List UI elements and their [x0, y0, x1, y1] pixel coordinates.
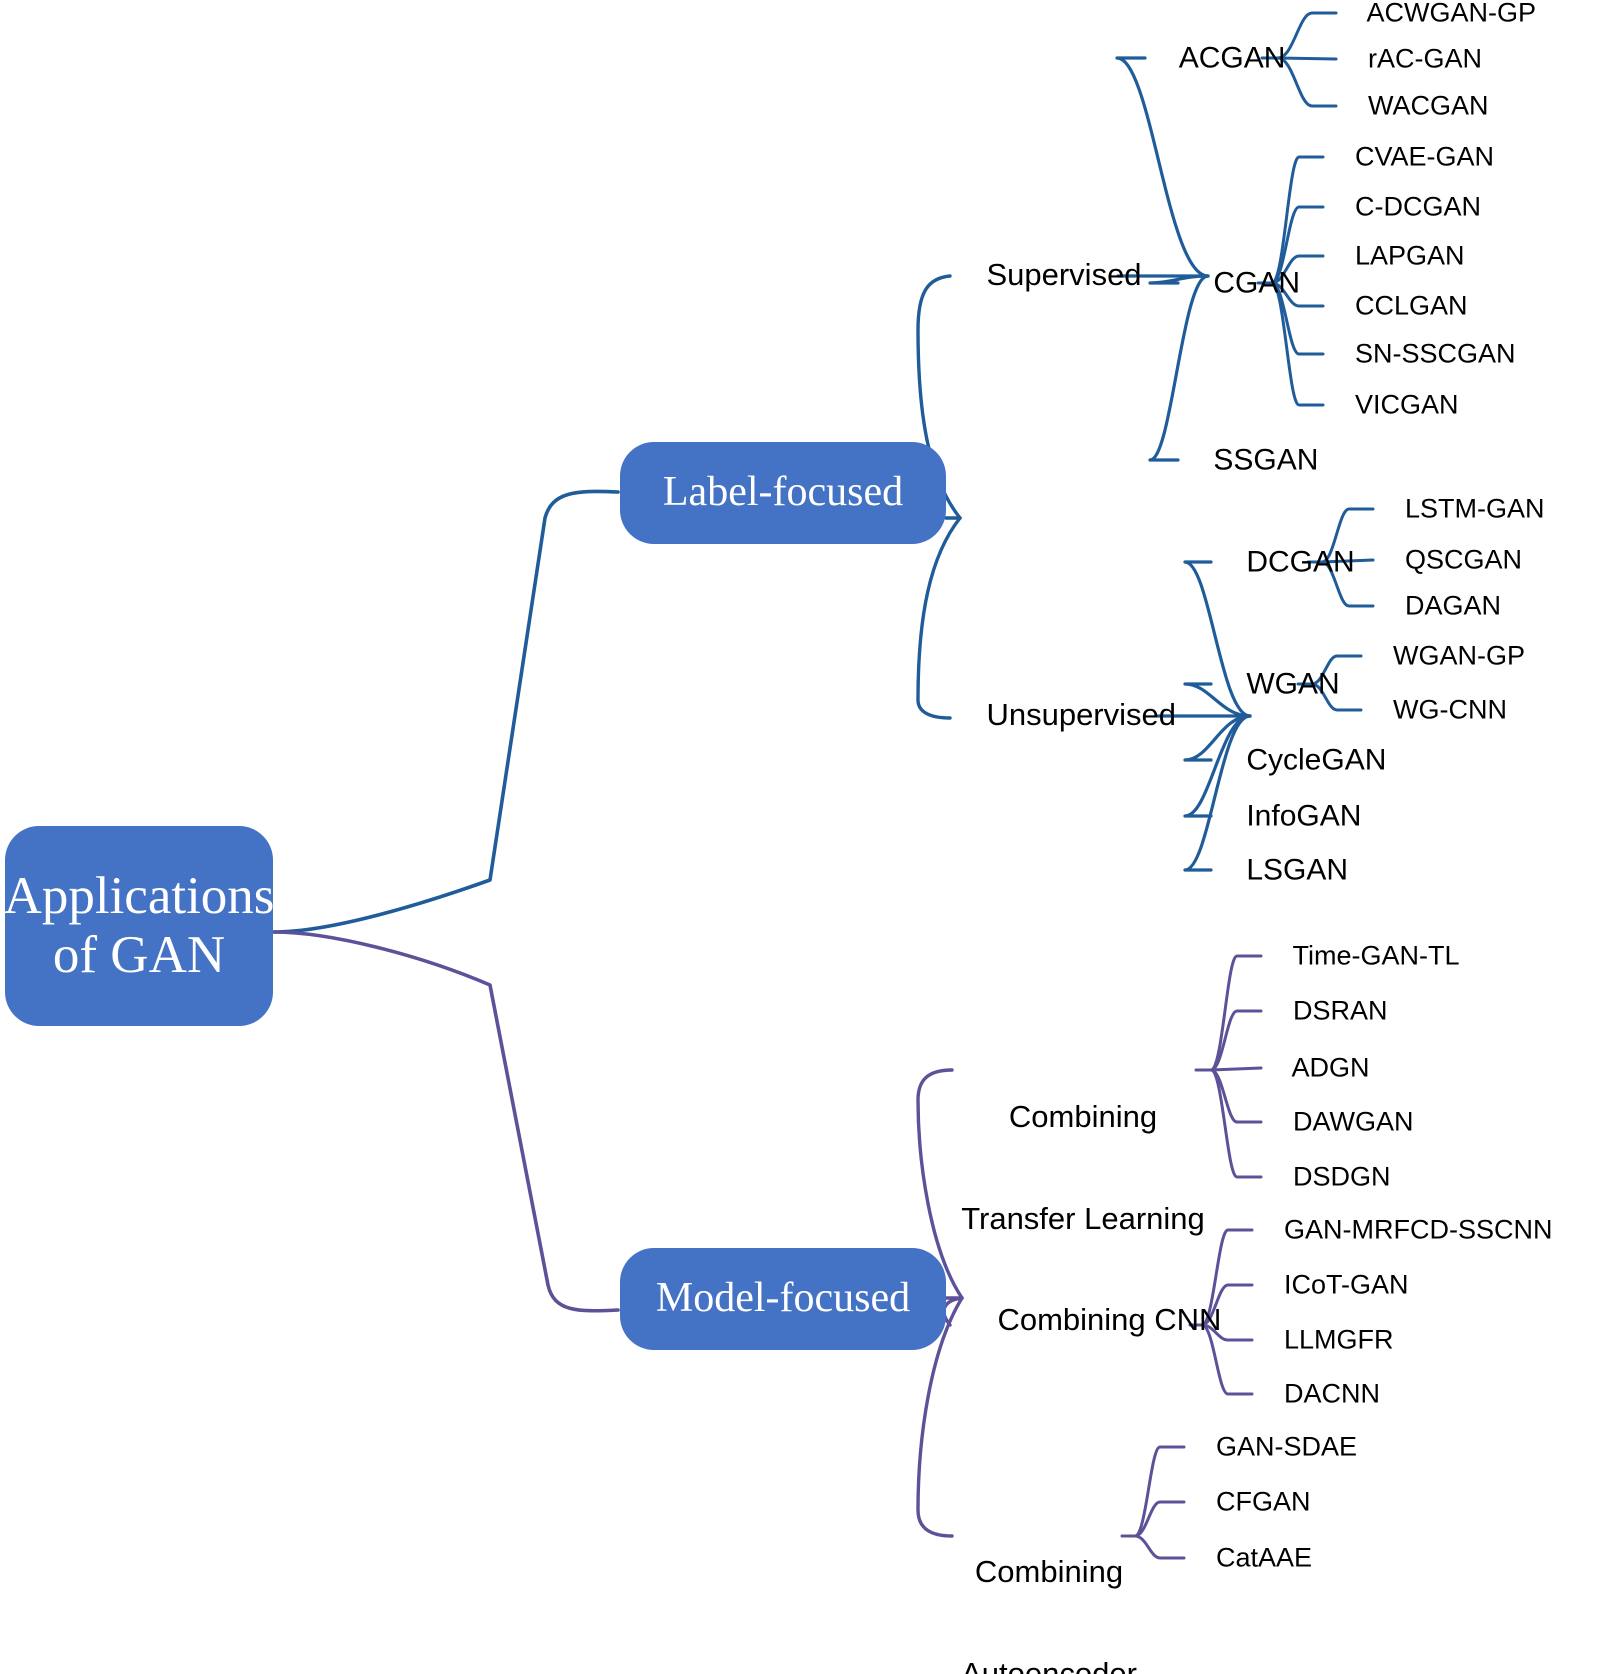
connector: [1276, 11, 1338, 60]
node-label: CycleGAN: [1246, 743, 1387, 777]
leaf-label: WG-CNN: [1393, 694, 1507, 725]
leaf-wgan-gp[interactable]: WGAN-GP: [1363, 611, 1525, 700]
node-combining-transfer-learning[interactable]: Combining Transfer Learning: [958, 1032, 1208, 1305]
leaf-dsdgn[interactable]: DSDGN: [1263, 1132, 1391, 1221]
leaf-lstm-gan[interactable]: LSTM-GAN: [1375, 464, 1545, 553]
connector: [1133, 1534, 1186, 1560]
leaf-label: LSTM-GAN: [1405, 493, 1545, 524]
node-acgan[interactable]: ACGAN: [1147, 9, 1286, 108]
node-label-line: Combining: [974, 1554, 1124, 1590]
leaf-label: VICGAN: [1355, 389, 1459, 420]
node-unsupervised[interactable]: Unsupervised: [952, 664, 1176, 766]
node-label-line: Transfer Learning: [961, 1201, 1205, 1237]
node-label: SSGAN: [1213, 443, 1319, 477]
leaf-label: DSRAN: [1293, 995, 1388, 1026]
node-label: Unsupervised: [986, 696, 1176, 732]
leaf-dawgan[interactable]: DAWGAN: [1263, 1077, 1414, 1166]
node-label-line: Combining: [1008, 1099, 1158, 1135]
leaf-icot-gan[interactable]: ICoT-GAN: [1254, 1240, 1409, 1329]
leaf-label: SN-SSCGAN: [1355, 338, 1516, 369]
node-combining-autoencoder[interactable]: Combining Autoencoder: [958, 1487, 1140, 1674]
leaf-rac-gan[interactable]: rAC-GAN: [1338, 14, 1482, 103]
connector: [1133, 1445, 1186, 1538]
branch-node-model-focused[interactable]: Model-focused: [620, 1248, 946, 1350]
leaf-label: DAWGAN: [1293, 1106, 1414, 1137]
connector: [1276, 56, 1338, 61]
connector: [272, 489, 620, 934]
branch-node-label-focused[interactable]: Label-focused: [620, 442, 946, 544]
leaf-c-dcgan[interactable]: C-DCGAN: [1325, 162, 1481, 251]
leaf-label: ACWGAN-GP: [1366, 0, 1537, 28]
node-label: Combining CNN: [997, 1301, 1222, 1337]
connector: [1133, 1500, 1186, 1538]
root-node[interactable]: Applications of GAN: [3, 826, 275, 1026]
node-infogan[interactable]: InfoGAN: [1213, 767, 1361, 866]
leaf-dsran[interactable]: DSRAN: [1263, 966, 1388, 1055]
node-label: InfoGAN: [1246, 799, 1362, 833]
node-supervised[interactable]: Supervised: [952, 224, 1142, 326]
leaf-cvae-gan[interactable]: CVAE-GAN: [1325, 112, 1494, 201]
node-combining-cnn[interactable]: Combining CNN: [963, 1269, 1221, 1371]
leaf-label: CVAE-GAN: [1355, 141, 1495, 172]
branch-node-label: Model-focused: [655, 1275, 911, 1322]
leaf-label: DSDGN: [1293, 1161, 1391, 1192]
leaf-label: WACGAN: [1368, 90, 1489, 121]
leaf-label: GAN-SDAE: [1216, 1431, 1358, 1462]
leaf-label: LLMGFR: [1284, 1324, 1394, 1355]
connector: [1209, 1068, 1263, 1124]
leaf-label: DAGAN: [1405, 590, 1502, 621]
connector: [272, 930, 620, 1313]
leaf-lapgan[interactable]: LAPGAN: [1325, 211, 1465, 300]
leaf-gan-sdae[interactable]: GAN-SDAE: [1186, 1402, 1357, 1491]
node-label-line: Autoencoder: [961, 1656, 1137, 1674]
leaf-label: C-DCGAN: [1355, 191, 1482, 222]
connector: [1209, 1066, 1263, 1072]
node-label: ACGAN: [1178, 41, 1286, 75]
node-label: Supervised: [986, 256, 1142, 292]
leaf-label: CFGAN: [1216, 1486, 1311, 1517]
leaf-adgn[interactable]: ADGN: [1263, 1023, 1370, 1112]
node-cgan[interactable]: CGAN: [1180, 234, 1300, 333]
node-label: LSGAN: [1246, 853, 1349, 887]
leaf-label: WGAN-GP: [1393, 640, 1526, 671]
leaf-sn-sscgan[interactable]: SN-SSCGAN: [1325, 309, 1516, 398]
leaf-label: rAC-GAN: [1368, 43, 1483, 74]
connector: [1209, 1009, 1263, 1072]
connector: [1209, 1068, 1263, 1179]
leaf-wacgan[interactable]: WACGAN: [1338, 61, 1489, 150]
node-label: DCGAN: [1246, 545, 1355, 579]
node-wgan[interactable]: WGAN: [1213, 635, 1340, 734]
leaf-cfgan[interactable]: CFGAN: [1186, 1457, 1311, 1546]
connector: [1276, 56, 1338, 108]
leaf-label: ICoT-GAN: [1284, 1269, 1409, 1300]
leaf-vicgan[interactable]: VICGAN: [1325, 360, 1459, 449]
leaf-cataae[interactable]: CatAAE: [1186, 1513, 1312, 1602]
leaf-llmgfr[interactable]: LLMGFR: [1254, 1295, 1394, 1384]
node-ssgan[interactable]: SSGAN: [1180, 411, 1318, 510]
branch-node-label: Label-focused: [662, 469, 904, 516]
leaf-cclgan[interactable]: CCLGAN: [1325, 261, 1468, 350]
leaf-dagan[interactable]: DAGAN: [1375, 561, 1501, 650]
leaf-wg-cnn[interactable]: WG-CNN: [1363, 665, 1507, 754]
node-dcgan[interactable]: DCGAN: [1213, 513, 1355, 612]
root-node-label: Applications of GAN: [3, 866, 275, 984]
node-label: WGAN: [1246, 667, 1340, 701]
leaf-dacnn[interactable]: DACNN: [1254, 1349, 1380, 1438]
leaf-label: DACNN: [1284, 1378, 1381, 1409]
leaf-label: Time-GAN-TL: [1292, 940, 1460, 971]
leaf-time-gan-tl[interactable]: Time-GAN-TL: [1263, 911, 1460, 1000]
node-cyclegan[interactable]: CycleGAN: [1213, 711, 1386, 810]
leaf-qscgan[interactable]: QSCGAN: [1375, 515, 1522, 604]
leaf-label: CCLGAN: [1355, 290, 1468, 321]
leaf-label: CatAAE: [1216, 1542, 1313, 1573]
node-label: CGAN: [1213, 266, 1301, 300]
leaf-label: LAPGAN: [1355, 240, 1465, 271]
leaf-acwgan-gp[interactable]: ACWGAN-GP: [1338, 0, 1537, 58]
node-lsgan[interactable]: LSGAN: [1213, 821, 1348, 920]
leaf-label: ADGN: [1291, 1052, 1370, 1083]
leaf-label: GAN-MRFCD-SSCNN: [1284, 1214, 1553, 1245]
leaf-gan-mrfcd-sscnn[interactable]: GAN-MRFCD-SSCNN: [1254, 1185, 1553, 1274]
leaf-label: QSCGAN: [1405, 544, 1523, 575]
connector: [1209, 954, 1263, 1072]
